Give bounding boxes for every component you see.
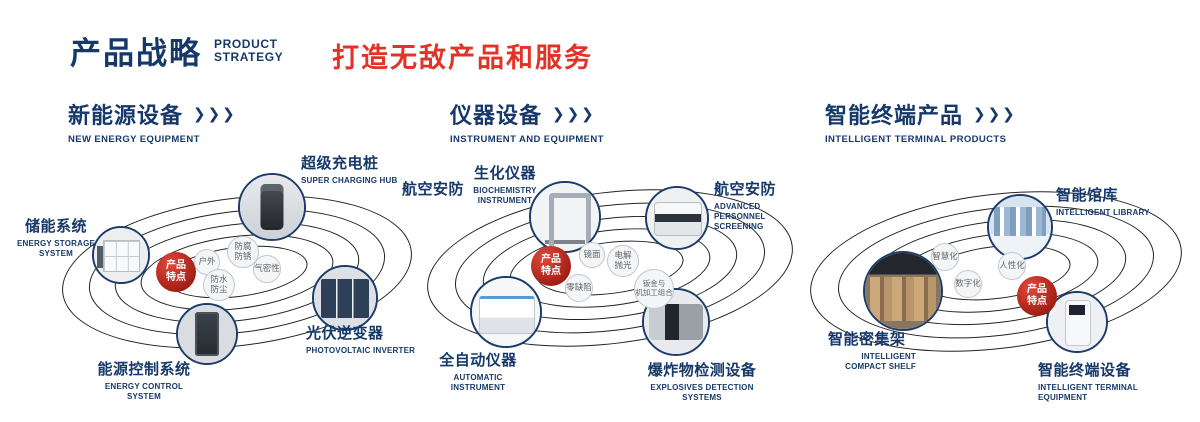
section-subtitle: NEW ENERGY EQUIPMENT bbox=[68, 134, 200, 145]
page-title-en-line1: PRODUCT bbox=[214, 36, 278, 51]
product-label-super-charging-hub: 超级充电桩 SUPER CHARGING HUB bbox=[301, 155, 398, 185]
product-image-personnel-screening bbox=[645, 186, 709, 250]
product-image-compact-shelf bbox=[863, 251, 943, 331]
section-title: 新能源设备 bbox=[68, 103, 184, 128]
product-label-biochemistry: 生化仪器 BIOCHEMISTRY INSTRUMENT bbox=[473, 165, 537, 205]
section-header-instruments: 仪器设备 ❯❯❯ INSTRUMENT AND EQUIPMENT bbox=[450, 98, 604, 145]
product-image-energy-control bbox=[176, 303, 238, 365]
triple-chevron-icon: ❯❯❯ bbox=[552, 106, 596, 123]
slogan-text: 打造无敌产品和服务 bbox=[332, 43, 593, 73]
product-features-badge: 产品 特点 bbox=[156, 252, 196, 292]
section-title: 智能终端产品 bbox=[825, 103, 964, 128]
triple-chevron-icon: ❯❯❯ bbox=[973, 106, 1017, 123]
brand-title-group: 产品战略 PRODUCT STRATEGY bbox=[70, 28, 283, 73]
product-label-compact-shelf: 智能密集架 INTELLIGENT COMPACT SHELF bbox=[828, 331, 916, 371]
feature-bubble-humanized: 人性化 bbox=[998, 252, 1026, 280]
section-subtitle: INTELLIGENT TERMINAL PRODUCTS bbox=[825, 134, 1007, 145]
page-title: 产品战略 bbox=[70, 36, 202, 71]
page-title-en-line2: STRATEGY bbox=[214, 49, 284, 64]
section-subtitle: INSTRUMENT AND EQUIPMENT bbox=[450, 134, 604, 145]
section-header-intelligent-terminals: 智能终端产品 ❯❯❯ INTELLIGENT TERMINAL PRODUCTS bbox=[825, 98, 1017, 145]
feature-bubble-electropolish: 电解 抛光 bbox=[607, 245, 639, 277]
product-image-photovoltaic-inverter bbox=[312, 265, 378, 331]
product-label-energy-storage: 储能系统 ENERGY STORAGE SYSTEM bbox=[16, 218, 96, 258]
feature-bubble-sheetmetal: 钣金与 机加工组合 bbox=[634, 269, 674, 309]
product-label-personnel-screening: 航空安防 ADVANCED PERSONNEL SCREENING bbox=[714, 181, 777, 231]
feature-bubble-mirror: 镜面 bbox=[579, 242, 605, 268]
feature-bubble-zero-defect: 零缺陷 bbox=[565, 274, 593, 302]
product-label-intelligent-library: 智能馆库 INTELLIGENT LIBRARY bbox=[1056, 187, 1150, 217]
section-header-new-energy: 新能源设备 ❯❯❯ NEW ENERGY EQUIPMENT bbox=[68, 98, 237, 145]
product-features-badge: 产品 特点 bbox=[1017, 276, 1057, 316]
label-aviation-security: 航空安防 bbox=[402, 181, 465, 198]
triple-chevron-icon: ❯❯❯ bbox=[193, 106, 237, 123]
product-image-energy-storage bbox=[92, 226, 150, 284]
feature-bubble-digital: 数字化 bbox=[954, 270, 982, 298]
page-title-english: PRODUCT STRATEGY bbox=[214, 36, 284, 64]
product-image-terminal-equipment bbox=[1046, 291, 1108, 353]
product-label-explosives-detection: 爆炸物检测设备 EXPLOSIVES DETECTION SYSTEMS bbox=[647, 362, 757, 402]
product-image-automatic-instrument bbox=[470, 276, 542, 348]
product-features-badge: 产品 特点 bbox=[531, 246, 571, 286]
product-image-security-gate bbox=[529, 181, 601, 253]
section-title: 仪器设备 bbox=[450, 103, 543, 128]
feature-bubble-waterproof: 防水 防尘 bbox=[203, 269, 235, 301]
feature-bubble-smart: 智慧化 bbox=[931, 243, 959, 271]
product-label-terminal-equipment: 智能终端设备 INTELLIGENT TERMINAL EQUIPMENT bbox=[1038, 362, 1138, 402]
product-label-automatic-instrument: 全自动仪器 AUTOMATIC INSTRUMENT bbox=[439, 352, 517, 392]
feature-bubble-airtight: 气密性 bbox=[253, 255, 281, 283]
product-label-photovoltaic-inverter: 光伏逆变器 PHOTOVOLTAIC INVERTER bbox=[306, 325, 416, 355]
product-label-energy-control: 能源控制系统 ENERGY CONTROL SYSTEM bbox=[97, 361, 191, 401]
product-image-super-charging-hub bbox=[238, 173, 306, 241]
product-image-intelligent-library bbox=[987, 194, 1053, 260]
product-image-explosives-detection bbox=[642, 288, 710, 356]
